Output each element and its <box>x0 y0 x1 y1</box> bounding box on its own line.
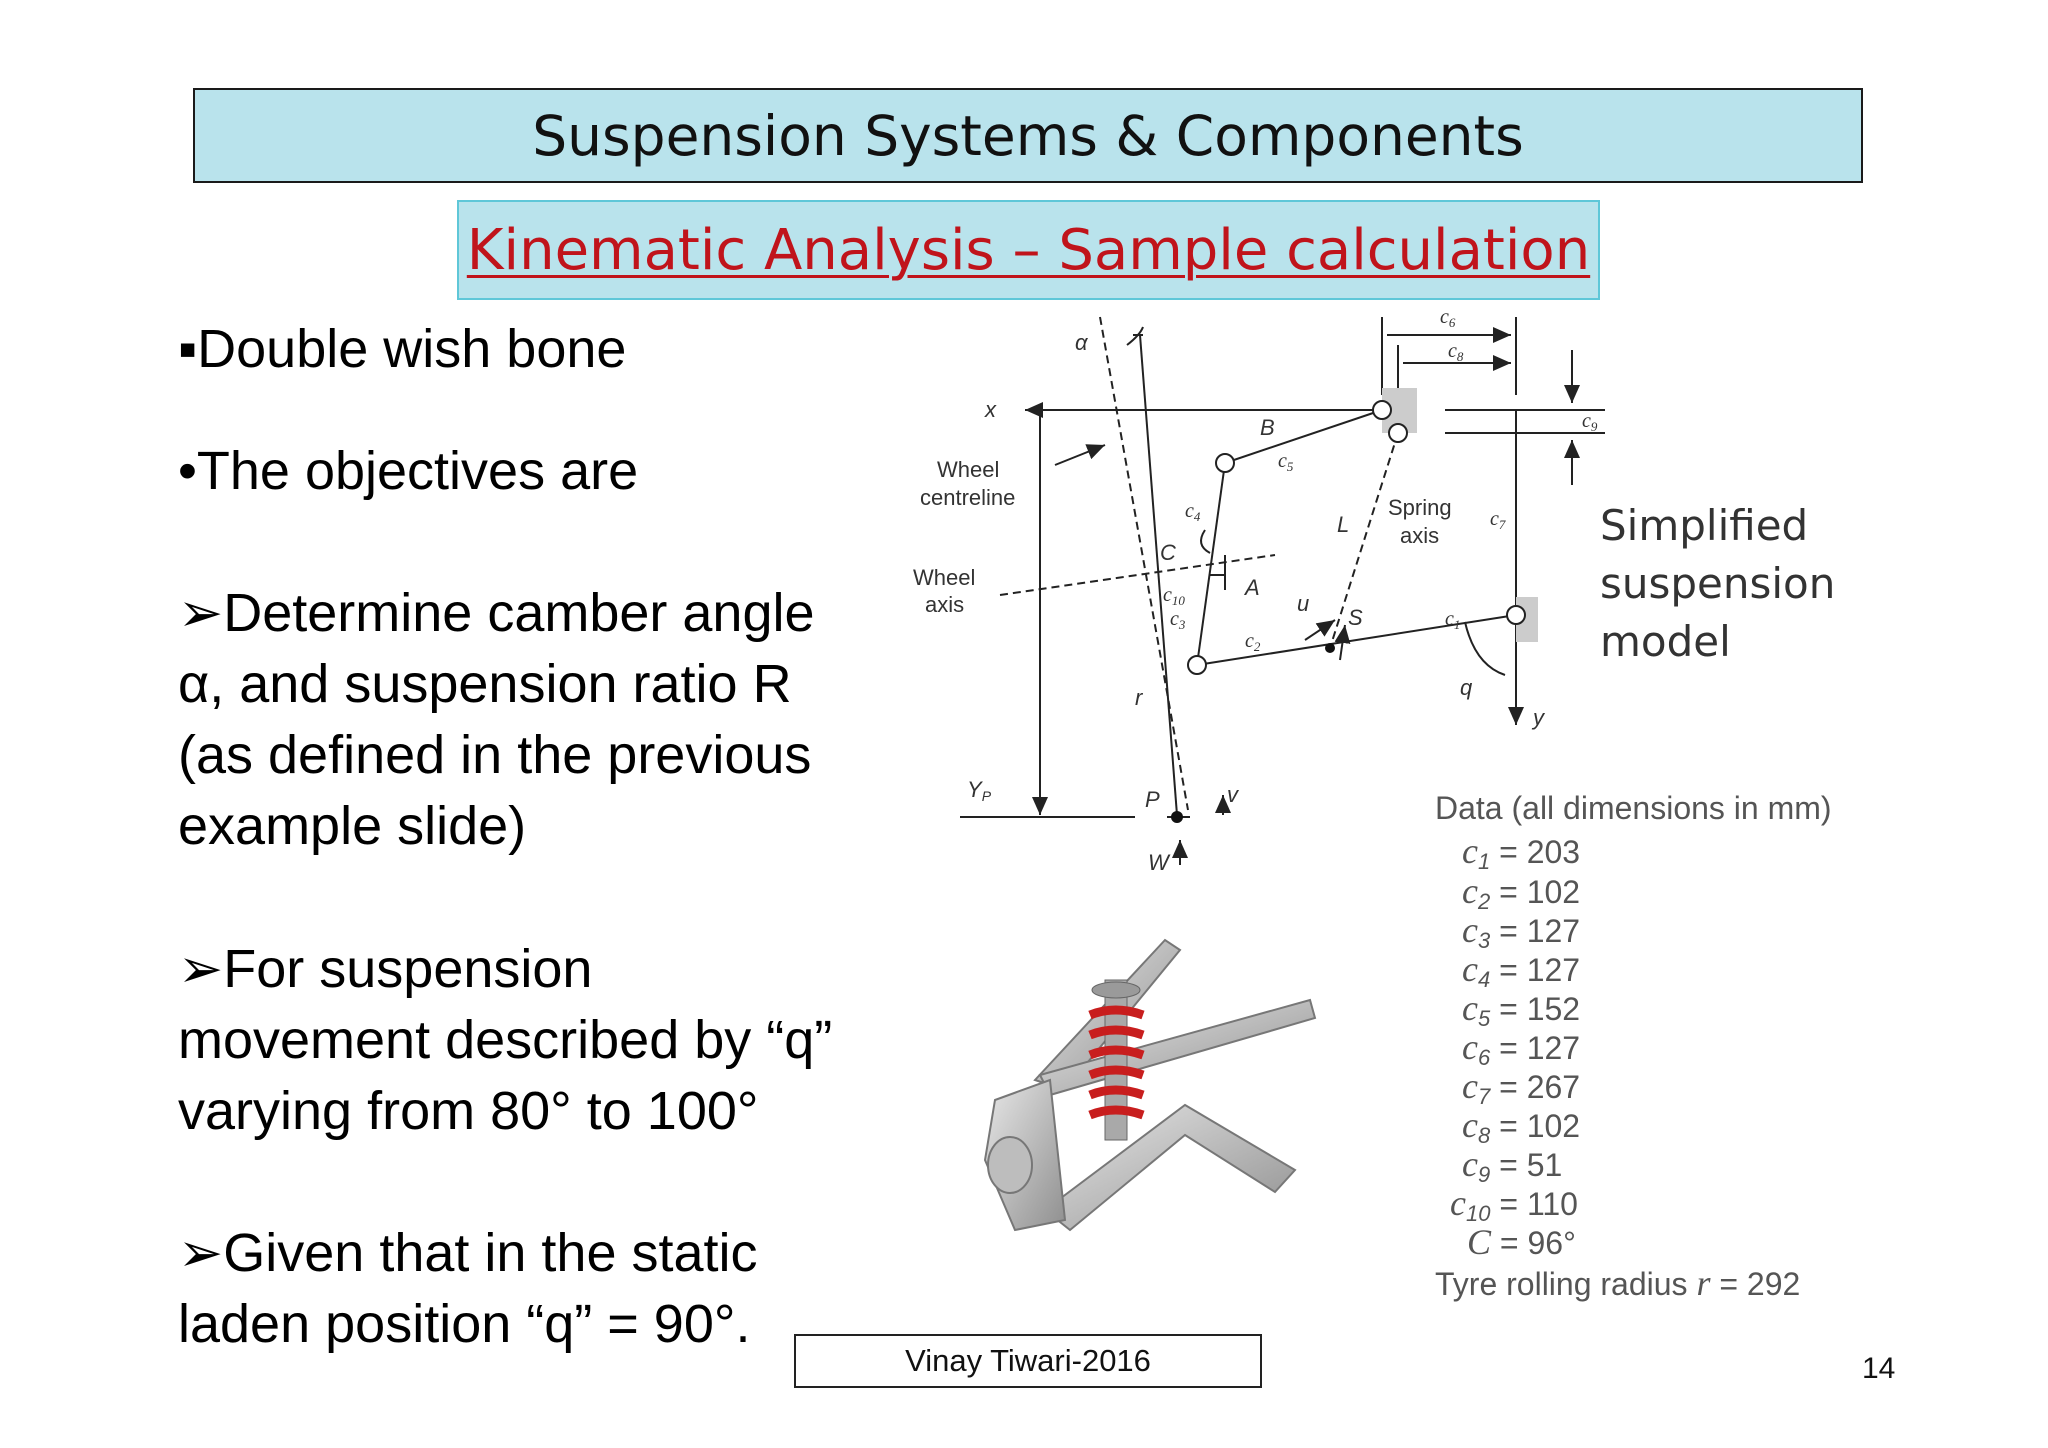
contact-point-p <box>1171 811 1183 823</box>
data-row-c8: c8 = 102 <box>1462 1105 1581 1148</box>
label-c2: c2 <box>1245 630 1261 654</box>
spring-axis <box>1329 432 1399 649</box>
data-row-c9: c9 = 51 <box>1462 1144 1563 1187</box>
label-y: y <box>1531 705 1546 730</box>
data-row-tyre-radius: Tyre rolling radius r = 292 <box>1435 1263 1801 1303</box>
data-row-c1: c1 = 203 <box>1462 831 1581 874</box>
label-wheel-axis-2: axis <box>925 592 964 617</box>
joint-lower-ball <box>1187 655 1207 675</box>
objective-movement-line-3: varying from 80° to 100° <box>178 1081 759 1141</box>
label-x: x <box>984 397 997 422</box>
label-r: r <box>1135 685 1144 710</box>
simplified-model-label-line-1: Simplified <box>1600 501 1809 550</box>
objective-movement-line-1: ➢For suspension <box>178 939 593 999</box>
joint-lower-pivot <box>1506 605 1526 625</box>
objective-camber-line-3: (as defined in the previous <box>178 725 812 785</box>
simplified-model-label-line-3: model <box>1600 617 1731 666</box>
objective-movement: ➢For suspension movement described by “q… <box>178 934 832 1147</box>
lower-wishbone-arm <box>1196 614 1517 666</box>
label-q: q <box>1460 675 1473 700</box>
wheel-centreline <box>1099 316 1189 811</box>
data-row-c10: c10 = 110 <box>1450 1183 1578 1226</box>
data-row-c3: c3 = 127 <box>1462 910 1581 953</box>
label-wheel-centreline-1: Wheel <box>937 457 999 482</box>
label-c5: c5 <box>1278 450 1294 474</box>
label-a: A <box>1243 575 1260 600</box>
label-w: W <box>1148 850 1171 875</box>
data-heading: Data (all dimensions in mm) <box>1435 790 1832 826</box>
bullet-double-wishbone: ▪Double wish bone <box>178 319 627 379</box>
objective-static-line-2: laden position “q” = 90°. <box>178 1294 751 1354</box>
label-p: P <box>1145 787 1160 812</box>
label-wheel-centreline-2: centreline <box>920 485 1015 510</box>
tyre-radius-line <box>1139 334 1178 816</box>
objective-static-line-1: ➢Given that in the static <box>178 1223 758 1283</box>
bullet-objectives: •The objectives are <box>178 441 639 501</box>
label-c7: c7 <box>1490 508 1506 532</box>
slide-subtitle: Kinematic Analysis – Sample calculation <box>466 217 1591 283</box>
page-number: 14 <box>1862 1352 1896 1385</box>
objective-camber: ➢Determine camber angle α, and suspensio… <box>178 578 815 862</box>
data-row-c5: c5 = 152 <box>1462 988 1581 1031</box>
footer-author: Vinay Tiwari-2016 <box>794 1334 1262 1388</box>
simplified-model-label: Simplified suspension model <box>1600 497 1835 671</box>
label-b: B <box>1260 415 1275 440</box>
label-c10: c10 <box>1163 584 1185 608</box>
slide-title: Suspension Systems & Components <box>532 103 1524 168</box>
label-c3: c3 <box>1170 608 1186 632</box>
data-row-c4: c4 = 127 <box>1462 949 1581 992</box>
data-row-angle-c: C = 96° <box>1467 1222 1576 1262</box>
joint-upper-pivot <box>1372 400 1392 420</box>
objective-movement-line-2: movement described by “q” <box>178 1010 833 1070</box>
double-wishbone-illustration <box>983 938 1317 1232</box>
upper-wishbone-arm <box>1224 409 1383 464</box>
label-c6: c6 <box>1440 306 1456 330</box>
slide-subtitle-box: Kinematic Analysis – Sample calculation <box>457 200 1600 300</box>
wheel-axis-line <box>999 554 1276 596</box>
label-c9: c9 <box>1582 410 1598 434</box>
label-c: C <box>1160 540 1176 565</box>
label-c4: c4 <box>1185 500 1201 524</box>
slide-title-box: Suspension Systems & Components <box>193 88 1863 183</box>
label-c8: c8 <box>1448 340 1464 364</box>
objective-static: ➢Given that in the static laden position… <box>178 1218 758 1360</box>
label-alpha: α <box>1075 330 1089 355</box>
upright <box>1196 462 1226 666</box>
joint-spring-bottom <box>1325 643 1335 653</box>
objective-camber-line-1: ➢Determine camber angle <box>178 583 815 643</box>
joint-b <box>1215 453 1235 473</box>
data-row-c2: c2 = 102 <box>1462 871 1581 914</box>
suspension-kinematic-diagram: α x y B A C L S P r q u v W YP Wheel cen… <box>913 306 1605 875</box>
label-u: u <box>1297 591 1309 616</box>
label-wheel-axis-1: Wheel <box>913 565 975 590</box>
label-yp: YP <box>967 777 992 804</box>
objective-camber-line-2: α, and suspension ratio R <box>178 654 792 714</box>
label-c1: c1 <box>1445 608 1460 632</box>
objective-camber-line-4: example slide) <box>178 796 527 856</box>
label-l: L <box>1337 512 1349 537</box>
data-row-c6: c6 = 127 <box>1462 1027 1581 1070</box>
simplified-model-label-line-2: suspension <box>1600 559 1836 608</box>
label-spring-axis-1: Spring <box>1388 495 1452 520</box>
joint-spring-top <box>1388 423 1408 443</box>
label-s: S <box>1348 605 1363 630</box>
label-v: v <box>1227 782 1240 807</box>
label-spring-axis-2: axis <box>1400 523 1439 548</box>
data-row-c7: c7 = 267 <box>1462 1066 1581 1109</box>
